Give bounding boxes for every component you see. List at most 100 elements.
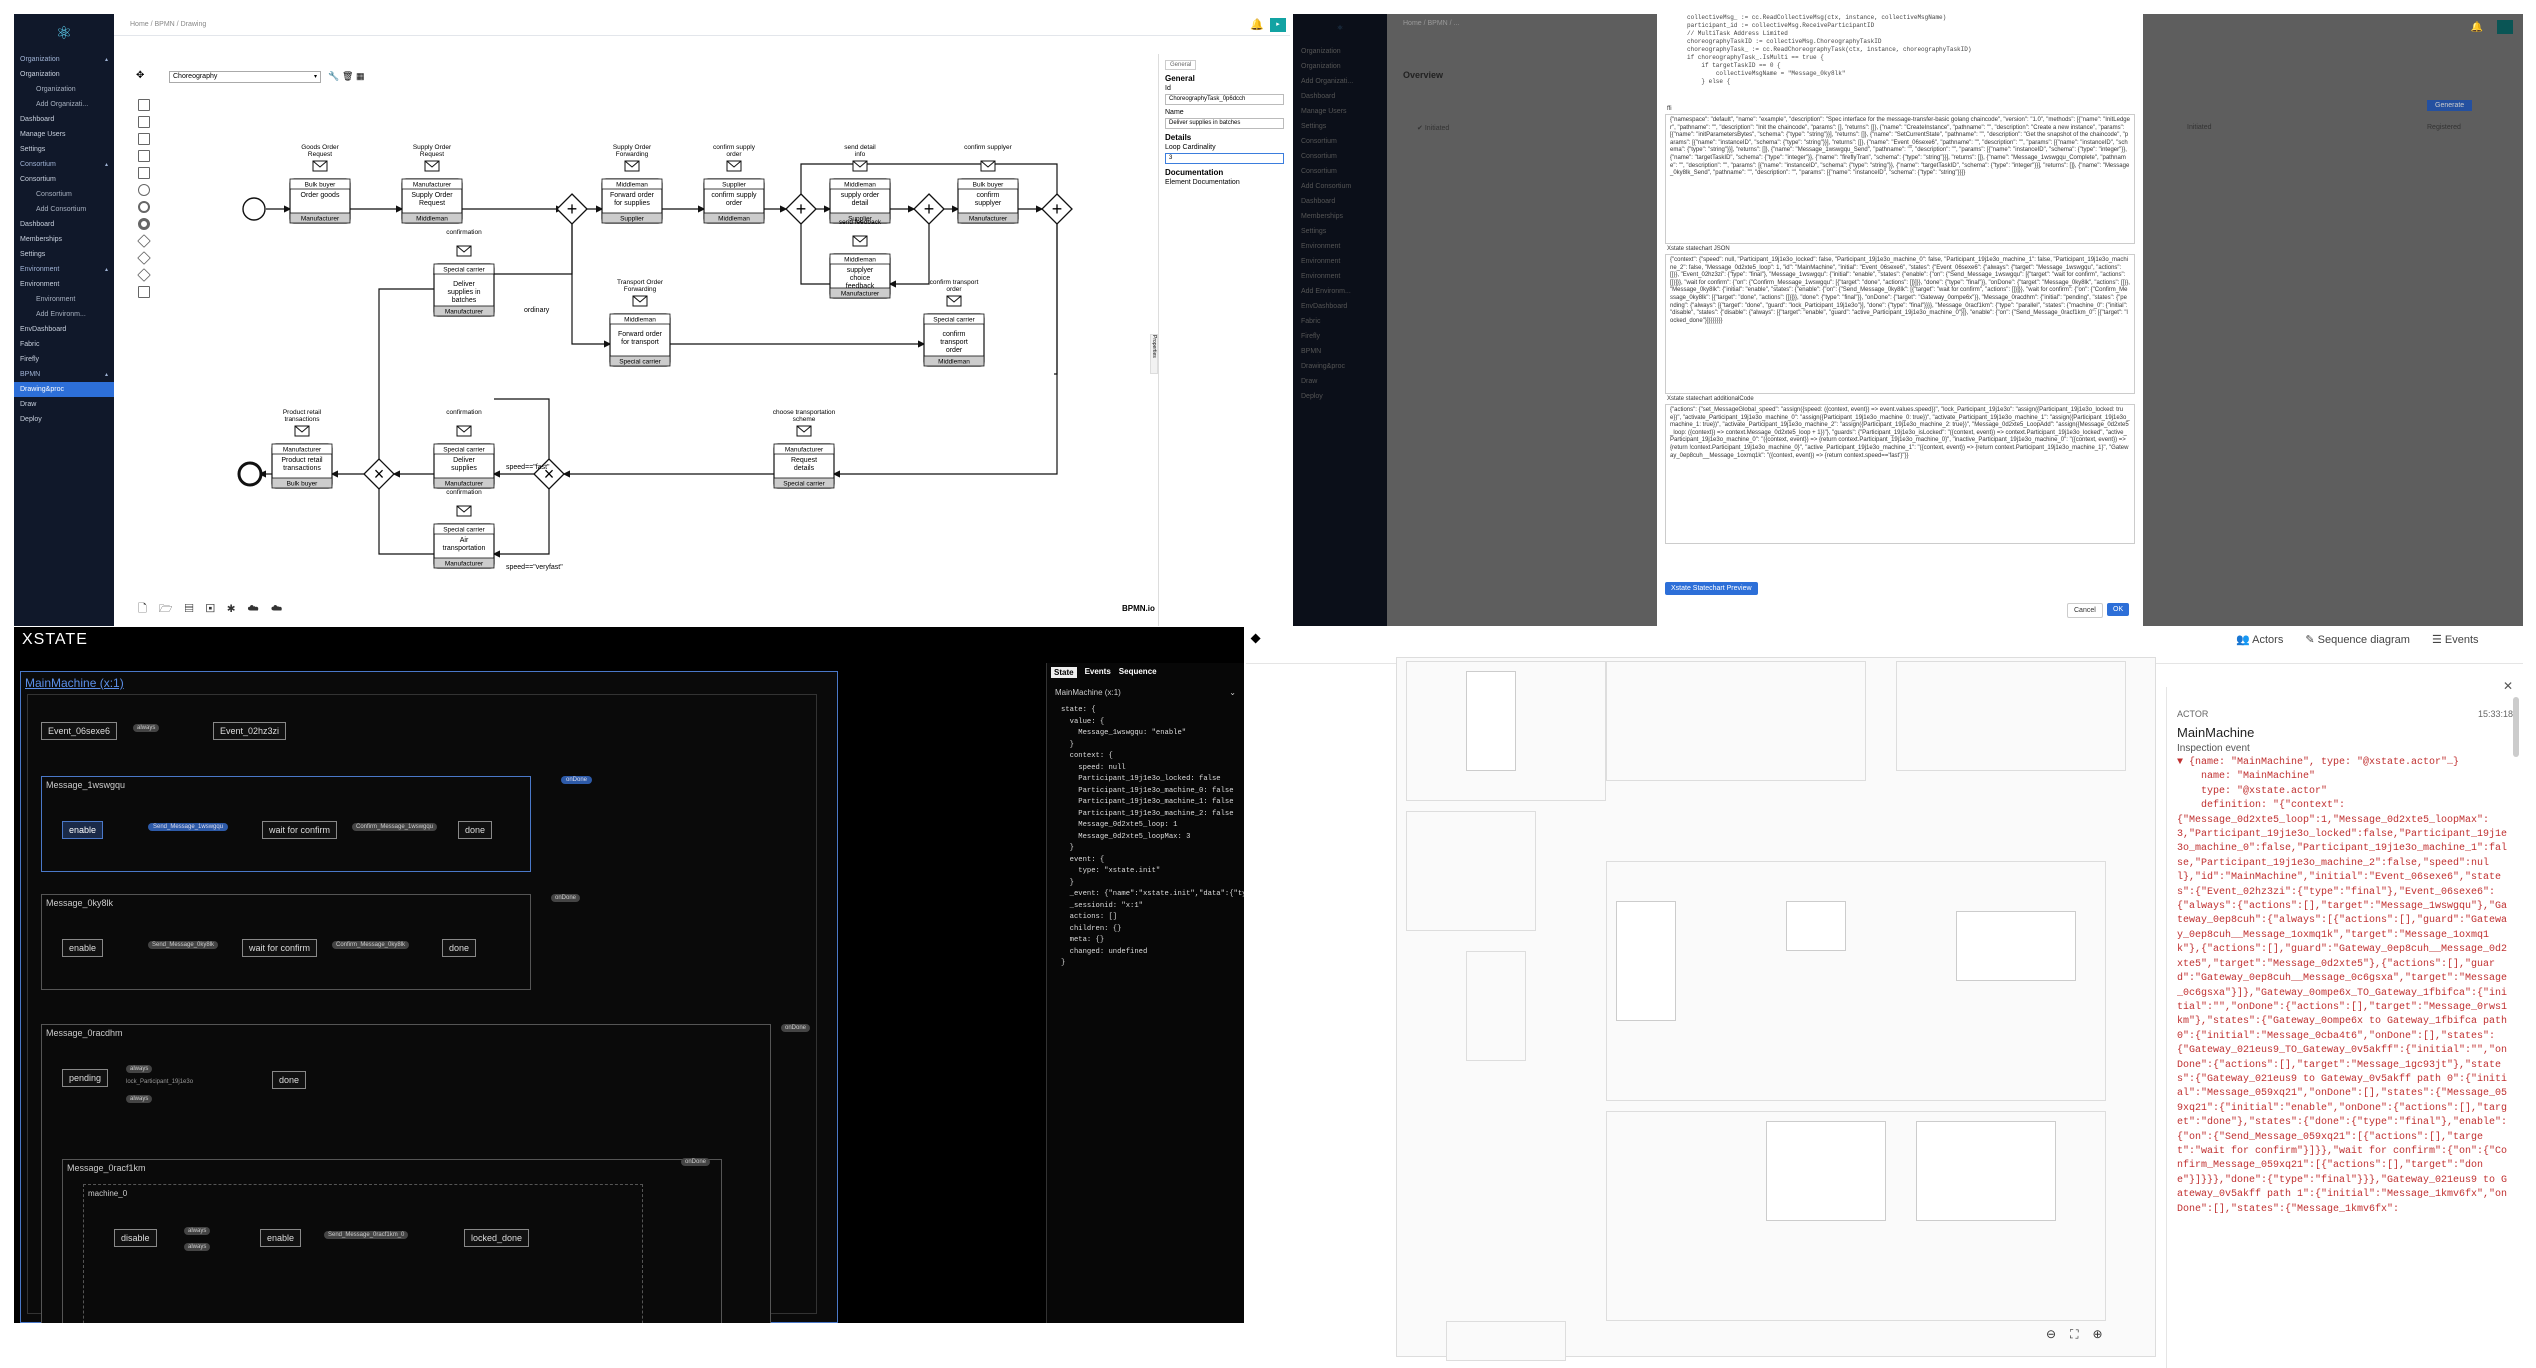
export-image-icon[interactable]: ▣ [205,603,227,615]
palette-task-icon[interactable] [138,99,150,111]
sidebar-item[interactable]: Consortium▴ [20,161,108,168]
sidebar-item[interactable]: Drawing&proc [14,382,114,397]
diagram-select[interactable]: Choreography▾ [169,71,321,83]
sidebar-item[interactable]: Fabric [20,341,40,348]
zoom-in-icon[interactable]: ⊕ [2092,1327,2117,1341]
cloud-download-icon[interactable]: ☁ [270,603,295,615]
gateway[interactable] [556,193,588,225]
bug-icon[interactable]: ✱ [226,603,248,615]
sidebar-item[interactable]: Firefly [20,356,40,363]
tab-events[interactable]: ☰ Events [2431,634,2479,646]
fit-screen-icon[interactable]: ⛶ [2070,1327,2093,1341]
state-enable[interactable]: enable [62,939,104,957]
gateway[interactable] [363,458,395,490]
palette-parallel-gateway-icon[interactable] [137,251,151,265]
sidebar-item[interactable]: Add Organizati... [36,101,89,108]
tab-state[interactable]: State [1051,667,1077,678]
gateway[interactable] [1041,193,1073,225]
state-done[interactable]: done [442,939,477,957]
state-message-0racf1km[interactable]: Message_0racf1km machine_0 disable alway… [62,1159,722,1323]
main-machine-title[interactable]: MainMachine (x:1) [25,676,124,690]
ffi-textarea[interactable]: {"namespace": "default", "name": "exampl… [1665,114,2135,244]
sidebar-item[interactable]: Dashboard [20,116,55,123]
sidebar-item[interactable]: Settings [20,146,46,153]
palette-event-gateway-icon[interactable] [137,268,151,282]
close-icon[interactable]: ✕ [2502,679,2513,693]
cloud-upload-icon[interactable]: ☁ [247,603,271,615]
xstate-preview-button[interactable]: Xstate Statechart Preview [1665,582,1758,595]
state-enable[interactable]: enable [260,1229,302,1247]
gateway[interactable] [913,193,945,225]
send-event[interactable]: Send_Message_0racf1km_0 [324,1231,409,1239]
ok-button[interactable]: OK [2107,603,2130,616]
state-pending[interactable]: pending [62,1069,109,1087]
sidebar-item[interactable]: EnvDashboard [1301,303,1348,310]
choreography-task[interactable]: Special carrierManufacturerDeliversuppli… [433,229,495,317]
state-disable[interactable]: disable [114,1229,157,1247]
ondone-transition[interactable]: onDone [681,1158,711,1166]
state-wait-for-confirm[interactable]: wait for confirm [242,939,318,957]
sidebar-item[interactable]: Add Consortium [1301,183,1352,190]
machine-select[interactable]: MainMachine (x:1)⌄ [1055,688,1236,697]
always-transition[interactable]: always [133,724,160,732]
sidebar-item[interactable]: Settings [1301,228,1327,235]
sidebar-item[interactable]: Dashboard [1301,93,1336,100]
state-enable-active[interactable]: enable [62,821,104,839]
sidebar-item[interactable]: Settings [1301,123,1327,130]
sidebar-item[interactable]: Organization [20,71,60,78]
send-event[interactable]: Send_Message_0ky8lk [148,941,219,949]
choreography-task[interactable]: Bulk buyerManufacturerconfirmsupplyercon… [957,144,1019,224]
sidebar-item[interactable]: Dashboard [1301,198,1336,205]
tab-sequence[interactable]: Sequence [1118,667,1157,676]
sidebar-item[interactable]: Organization▴ [20,56,108,63]
gateway[interactable] [785,193,817,225]
name-input[interactable]: Deliver supplies in batches [1165,118,1284,129]
sidebar-item[interactable]: Drawing&proc [1301,363,1345,370]
generate-button[interactable]: Generate [2427,100,2473,111]
sidebar-item[interactable]: Add Environm... [1301,288,1351,295]
trash-icon[interactable]: 🗑 [342,71,354,81]
palette-gateway-icon[interactable] [137,234,151,248]
choreography-task[interactable]: Special carrierManufacturerDeliversuppli… [433,409,495,489]
tab-events[interactable]: Events [1084,667,1111,676]
ondone-transition[interactable]: onDone [781,1024,811,1032]
palette-participant-icon[interactable] [138,150,150,162]
choreography-task[interactable]: MiddlemanManufacturersupplyerchoicefeedb… [829,219,891,299]
tab-actors[interactable]: 👥 Actors [2236,634,2284,646]
always-transition[interactable]: always [184,1243,211,1251]
choreography-task[interactable]: Special carrierMiddlemanconfirmtransport… [923,279,985,367]
user-avatar-button[interactable] [2497,20,2513,34]
state-done[interactable]: done [272,1071,307,1089]
palette-call-icon[interactable] [138,133,150,145]
palette-subchoreo-icon[interactable] [138,116,150,128]
state-message-0racdhm[interactable]: Message_0racdhm pending always lock_Part… [41,1024,771,1323]
tab-general[interactable]: General [1165,60,1197,70]
palette-start-event-icon[interactable] [138,184,150,196]
always-transition[interactable]: always [126,1065,153,1073]
state-message-0ky8lk[interactable]: Message_0ky8lk enable Send_Message_0ky8l… [41,894,531,990]
sidebar-item[interactable]: Environment [1301,243,1341,250]
sidebar-item[interactable]: Organization [1301,63,1341,70]
user-avatar-button[interactable]: ▸ [1270,18,1286,32]
sidebar-item[interactable]: Manage Users [1301,108,1347,115]
ondone-transition[interactable]: onDone [561,776,593,784]
sidebar-item[interactable]: Consortium [1301,138,1337,145]
sidebar-item[interactable]: Draw [20,401,37,408]
sidebar-item[interactable]: BPMN▴ [20,371,108,378]
bell-icon[interactable]: 🔔 [2470,22,2483,33]
statechart-canvas[interactable] [1396,641,2216,1361]
sidebar-item[interactable]: Consortium [1301,168,1337,175]
sidebar-item[interactable]: Dashboard [20,221,55,228]
cancel-button[interactable]: Cancel [2067,603,2103,618]
properties-toggle[interactable]: Properties [1150,334,1158,374]
confirm-event[interactable]: Confirm_Message_0ky8lk [332,941,410,949]
sidebar-item[interactable]: Environment [1301,273,1341,280]
